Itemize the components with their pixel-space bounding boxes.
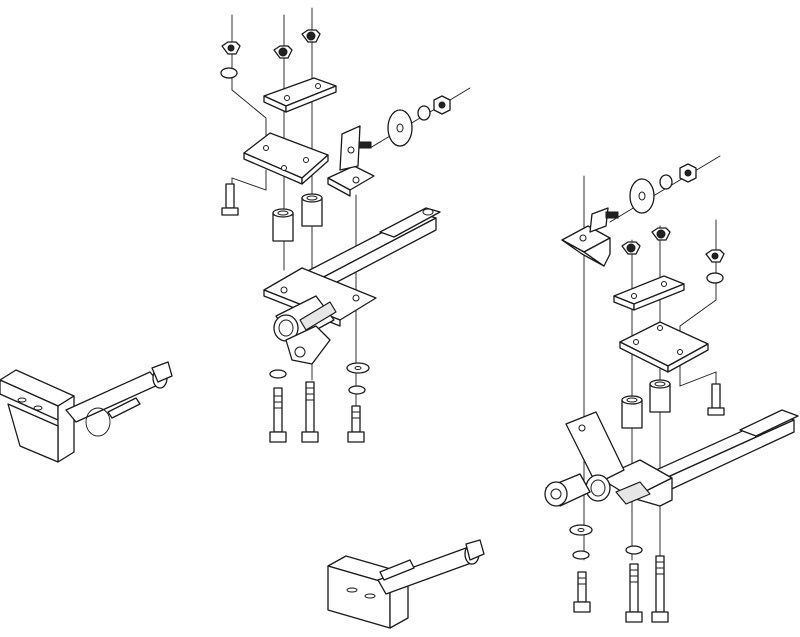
clamp-plate-large bbox=[243, 132, 329, 185]
axis-line bbox=[679, 363, 717, 387]
flat-washer-large bbox=[629, 178, 655, 214]
spacer-sleeve bbox=[301, 193, 323, 227]
hex-bolt-long bbox=[269, 387, 287, 443]
lock-washer bbox=[659, 174, 673, 190]
hex-nut bbox=[301, 29, 321, 43]
hex-bolt bbox=[347, 405, 365, 443]
hex-bolt bbox=[707, 383, 725, 416]
angle-bracket bbox=[561, 207, 611, 267]
mounting-base bbox=[599, 459, 673, 507]
hex-bolt-long bbox=[625, 563, 643, 623]
mounting-lug bbox=[544, 473, 591, 507]
left-bracket-assembly bbox=[220, 7, 471, 443]
hex-bolt bbox=[221, 183, 239, 216]
hex-nut bbox=[679, 163, 697, 183]
hex-nut bbox=[621, 241, 641, 255]
hex-nut bbox=[273, 45, 293, 59]
lock-washer bbox=[572, 550, 590, 560]
axis-line bbox=[231, 89, 267, 139]
carriage-bolt bbox=[605, 211, 619, 219]
hex-bolt-long bbox=[651, 555, 669, 623]
lock-washer bbox=[220, 67, 238, 79]
axis-line bbox=[231, 169, 267, 191]
pivot-tube bbox=[565, 411, 625, 502]
washer-hole bbox=[577, 528, 585, 532]
flat-washer-large bbox=[387, 109, 413, 147]
lock-washer bbox=[348, 385, 366, 395]
mounting-lug bbox=[285, 325, 331, 365]
tow-bar-arm bbox=[299, 207, 441, 294]
clamp-plate-small bbox=[613, 275, 685, 311]
lock-washer bbox=[269, 369, 287, 379]
lock-washer bbox=[417, 105, 431, 121]
lock-washer bbox=[625, 545, 643, 555]
hex-bolt bbox=[573, 571, 591, 613]
washer-hole bbox=[354, 366, 362, 370]
lock-washer bbox=[706, 272, 724, 284]
hex-nut bbox=[651, 227, 671, 241]
hex-nut bbox=[705, 249, 725, 263]
pivot-tube bbox=[273, 295, 337, 343]
hex-nut bbox=[433, 95, 451, 115]
clamp-plate-small bbox=[263, 77, 337, 113]
right-bracket-assembly bbox=[544, 155, 799, 623]
carriage-bolt bbox=[358, 141, 372, 149]
hitch-pin-with-clip bbox=[0, 361, 173, 463]
spacer-sleeve bbox=[621, 395, 643, 429]
hex-nut bbox=[221, 41, 241, 55]
angle-bracket bbox=[327, 125, 375, 197]
tow-bar-arm bbox=[633, 409, 799, 501]
hex-bolt-long bbox=[301, 381, 319, 443]
spacer-sleeve bbox=[272, 208, 294, 242]
clamp-plate-large bbox=[619, 321, 709, 373]
hitch-pin-with-clip bbox=[327, 539, 485, 629]
spacer-sleeve bbox=[649, 379, 671, 413]
